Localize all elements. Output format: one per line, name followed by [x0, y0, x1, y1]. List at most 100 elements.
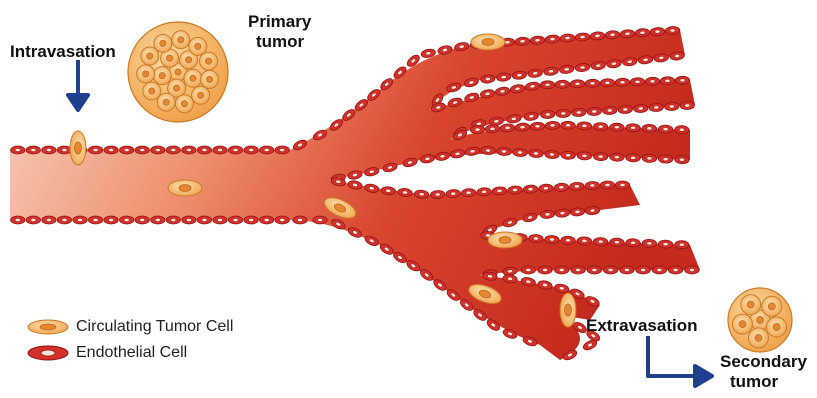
intravasation-arrow-head: [68, 95, 88, 110]
primary-tumor-label-line1: Primary: [248, 12, 311, 32]
circulating-tumor-cell: [488, 232, 522, 248]
endothelial-cell: [675, 240, 690, 249]
endothelial-cell: [42, 216, 56, 224]
endothelial-cell: [260, 146, 274, 154]
endothelial-cell: [658, 240, 673, 249]
endothelial-cell: [571, 266, 585, 274]
endothelial-cell: [151, 216, 165, 224]
endothelial-cell: [620, 266, 634, 274]
endothelial-cell: [213, 146, 227, 154]
endothelial-cell: [660, 77, 675, 85]
endothelial-cell: [166, 146, 180, 154]
endothelial-cell: [603, 266, 617, 274]
tumor-cell: [184, 69, 202, 87]
legend-endothelial-icon: [28, 346, 68, 360]
intravasation-label: Intravasation: [10, 42, 116, 62]
tumor-cell: [154, 34, 172, 52]
endothelial-cell: [11, 216, 25, 224]
endothelial-cell: [120, 216, 134, 224]
endothelial-cell: [630, 78, 645, 86]
endothelial-cell: [555, 80, 570, 88]
tumor-cell: [201, 70, 219, 88]
endothelial-cell: [636, 266, 650, 274]
endothelial-cell: [577, 122, 592, 131]
endothelial-cell: [642, 154, 657, 163]
endothelial-cell: [577, 152, 592, 161]
endothelial-cell: [593, 152, 608, 161]
endothelial-cell: [166, 216, 180, 224]
legend-ctc-icon: [28, 320, 68, 334]
endothelial-cell: [57, 146, 71, 154]
endothelial-cell: [600, 181, 614, 189]
tumor-cell: [153, 67, 171, 85]
endothelial-cell: [182, 146, 196, 154]
tumor-cell: [189, 37, 207, 55]
tumor-cell: [748, 328, 768, 348]
endothelial-cell: [570, 80, 585, 88]
tumor-cell: [762, 296, 782, 316]
endothelial-cell: [610, 123, 625, 132]
tumor-cell: [137, 65, 155, 83]
endothelial-cell: [57, 216, 71, 224]
endothelial-cell: [104, 216, 118, 224]
endothelial-cell: [645, 77, 660, 85]
endothelial-cell: [42, 146, 56, 154]
endothelial-cell: [642, 124, 657, 133]
endothelial-cell: [540, 81, 555, 89]
endothelial-cell: [615, 181, 629, 189]
endothelial-cell: [561, 121, 576, 130]
legend-ctc-label: Circulating Tumor Cell: [76, 318, 233, 336]
circulating-tumor-cell: [560, 293, 576, 327]
endothelial-cell: [104, 146, 118, 154]
endothelial-cell: [88, 216, 102, 224]
endothelial-cell: [244, 216, 258, 224]
intravasation-arrow: [68, 60, 88, 110]
endothelial-cell: [585, 79, 600, 87]
endothelial-cell: [610, 153, 625, 162]
endothelial-cell: [88, 146, 102, 154]
endothelial-cell: [626, 154, 641, 163]
endothelial-cell: [593, 122, 608, 131]
endothelial-cell: [313, 216, 327, 224]
tumor-cell: [741, 295, 761, 315]
endothelial-cell: [228, 146, 242, 154]
endothelial-cell: [538, 266, 552, 274]
endothelial-cell: [561, 151, 576, 160]
circulating-tumor-cell: [471, 34, 505, 50]
endothelial-cell: [260, 216, 274, 224]
secondary-tumor-label-line1: Secondary: [720, 352, 807, 372]
endothelial-cell: [626, 239, 641, 248]
legend-endothelial-label: Endothelial Cell: [76, 344, 187, 362]
endothelial-cell: [675, 155, 690, 164]
endothelial-cell: [182, 216, 196, 224]
endothelial-cell: [615, 78, 630, 86]
endothelial-cell: [668, 266, 682, 274]
endothelial-cell: [244, 146, 258, 154]
endothelial-cell: [151, 146, 165, 154]
endothelial-cell: [293, 216, 307, 224]
endothelial-cell: [658, 155, 673, 164]
tumor-cell: [767, 317, 787, 337]
endothelial-cell: [577, 237, 592, 246]
circulating-tumor-cell: [168, 180, 202, 196]
endothelial-cell: [675, 76, 690, 84]
endothelial-cell: [135, 216, 149, 224]
circulating-tumor-cell: [70, 131, 86, 165]
extravasation-arrow: [648, 336, 712, 386]
endothelial-cell: [555, 266, 569, 274]
endothelial-cell: [626, 124, 641, 133]
endothelial-cell: [26, 146, 40, 154]
secondary-tumor-label-line2: tumor: [730, 372, 778, 392]
tumor-cell: [732, 314, 752, 334]
tumor-cell: [192, 86, 210, 104]
primary-tumor-label-line2: tumor: [256, 32, 304, 52]
endothelial-cell: [11, 146, 25, 154]
endothelial-cell: [600, 79, 615, 87]
endothelial-cell: [135, 146, 149, 154]
endothelial-cell: [521, 266, 535, 274]
tumor-cell: [172, 31, 190, 49]
endothelial-cell: [685, 266, 699, 274]
endothelial-cell: [658, 125, 673, 134]
endothelial-cell: [213, 216, 227, 224]
